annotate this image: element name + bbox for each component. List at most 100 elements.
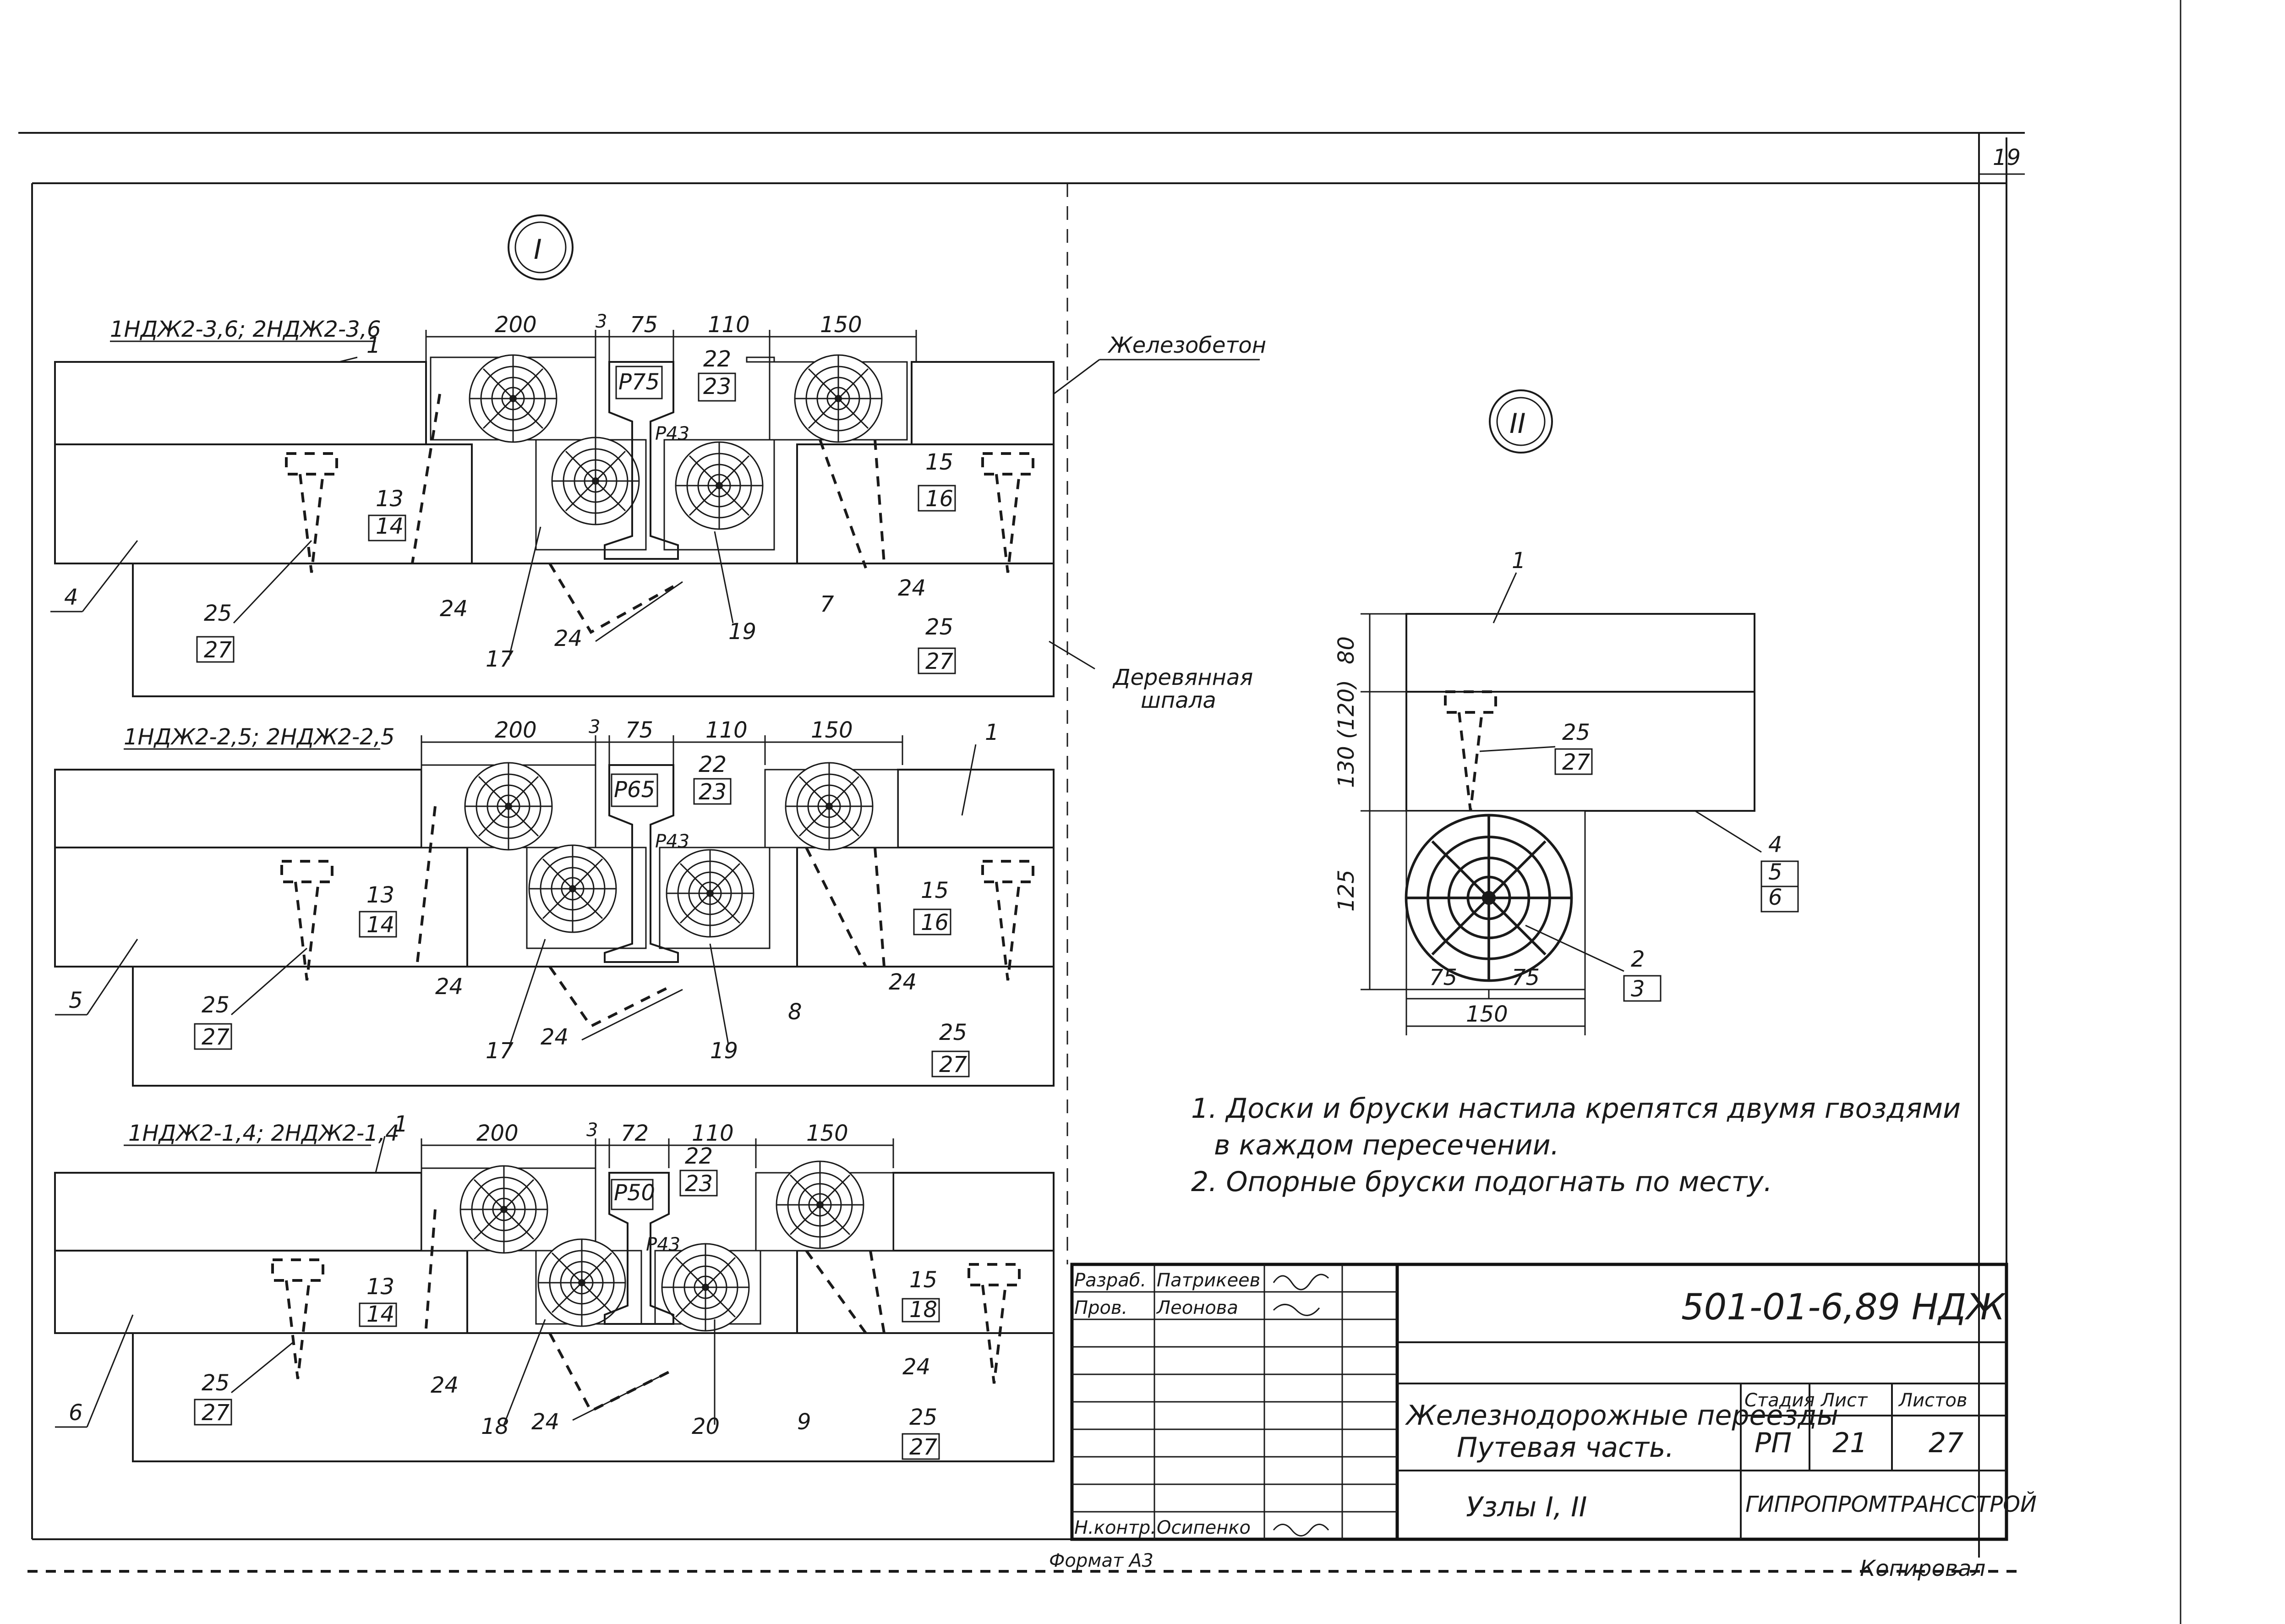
- svg-text:25: 25: [909, 1405, 937, 1430]
- subtitle: Узлы I, II: [1466, 1491, 1587, 1523]
- svg-text:25: 25: [202, 992, 230, 1018]
- sheet-frame: [18, 0, 2181, 1624]
- svg-text:24: 24: [554, 626, 582, 651]
- svg-text:3: 3: [586, 1120, 598, 1141]
- svg-text:II: II: [1509, 408, 1525, 440]
- role-normcontrol: Н.контр.: [1074, 1517, 1156, 1538]
- svg-text:Р43: Р43: [646, 1234, 680, 1255]
- designation: 501-01-6,89 НДЖ: [1681, 1287, 2006, 1328]
- rail-top: Р75: [618, 369, 660, 395]
- svg-text:75: 75: [1512, 965, 1540, 990]
- svg-text:27: 27: [202, 1024, 230, 1050]
- svg-text:27: 27: [925, 649, 954, 674]
- svg-text:I: I: [534, 234, 542, 266]
- svg-text:13: 13: [366, 1274, 394, 1300]
- name-developer: Патрикеев: [1157, 1270, 1260, 1291]
- svg-text:22: 22: [699, 752, 727, 777]
- node-2: II 80 130 (120) 125 75 75 150 1 25 27: [1334, 389, 1799, 1035]
- svg-text:2: 2: [1631, 946, 1645, 972]
- svg-text:19: 19: [728, 619, 756, 645]
- role-checker: Пров.: [1074, 1297, 1127, 1318]
- svg-text:18: 18: [481, 1414, 509, 1439]
- svg-text:125: 125: [1334, 869, 1359, 912]
- svg-text:9: 9: [797, 1409, 811, 1435]
- title-line-1: Железнодорожные переезды: [1405, 1400, 1838, 1432]
- svg-text:24: 24: [431, 1372, 459, 1398]
- notes: 1. Доски и бруски настила крепятся двумя…: [1191, 1093, 1961, 1198]
- svg-text:19: 19: [710, 1038, 738, 1064]
- svg-text:23: 23: [685, 1171, 713, 1197]
- svg-text:25: 25: [204, 601, 232, 626]
- svg-text:1: 1: [394, 1111, 408, 1137]
- note-1-cont: в каждом пересечении.: [1214, 1129, 1559, 1161]
- svg-text:27: 27: [204, 637, 232, 663]
- section-bottom-label: 1НДЖ2-1,4; 2НДЖ2-1,4: [128, 1121, 399, 1146]
- svg-text:27: 27: [939, 1052, 968, 1077]
- svg-text:15: 15: [925, 449, 953, 475]
- svg-text:75: 75: [1429, 965, 1457, 990]
- svg-text:200: 200: [495, 312, 537, 338]
- svg-text:130 (120): 130 (120): [1334, 680, 1359, 788]
- name-checker: Леонова: [1156, 1297, 1238, 1318]
- page-number: 19: [1993, 145, 2021, 170]
- copied-label: Копировал: [1860, 1556, 1985, 1581]
- svg-text:110: 110: [705, 717, 748, 743]
- svg-text:150: 150: [806, 1121, 848, 1146]
- svg-text:15: 15: [921, 878, 949, 903]
- section-top-label: 1НДЖ2-3,6; 2НДЖ2-3,6: [110, 317, 381, 342]
- svg-text:22: 22: [703, 346, 731, 372]
- name-normcontrol: Осипенко: [1157, 1517, 1251, 1538]
- svg-text:23: 23: [703, 374, 731, 399]
- svg-text:14: 14: [376, 514, 404, 539]
- svg-text:24: 24: [435, 974, 463, 1000]
- svg-text:150: 150: [811, 717, 853, 743]
- sheets-value: 27: [1929, 1427, 1963, 1459]
- svg-text:25: 25: [939, 1020, 967, 1045]
- svg-text:Р43: Р43: [655, 423, 689, 444]
- svg-text:23: 23: [699, 779, 727, 805]
- note-1: 1. Доски и бруски настила крепятся двумя…: [1191, 1093, 1961, 1125]
- rail-middle: Р65: [614, 777, 655, 803]
- svg-text:3: 3: [589, 716, 600, 738]
- svg-text:24: 24: [440, 596, 468, 622]
- svg-text:5: 5: [69, 988, 83, 1013]
- section-middle: 1НДЖ2-2,5; 2НДЖ2-2,5 200 3 75 110 150 Р6…: [54, 716, 1055, 1087]
- svg-text:24: 24: [898, 575, 926, 601]
- note-2: 2. Опорные бруски подогнать по месту.: [1191, 1166, 1772, 1198]
- svg-text:200: 200: [495, 717, 537, 743]
- svg-text:24: 24: [531, 1409, 559, 1435]
- stage-value: РП: [1755, 1427, 1792, 1459]
- format-label: Формат A3: [1049, 1550, 1153, 1571]
- svg-text:110: 110: [692, 1121, 734, 1146]
- svg-text:4: 4: [64, 585, 78, 610]
- sheet-header: Лист: [1820, 1390, 1868, 1411]
- svg-text:18: 18: [909, 1297, 937, 1323]
- svg-text:80: 80: [1334, 636, 1359, 664]
- section-bottom: 1НДЖ2-1,4; 2НДЖ2-1,4 200 3 72 110 150 Р5…: [54, 1111, 1055, 1462]
- svg-text:110: 110: [708, 312, 750, 338]
- svg-text:14: 14: [366, 1301, 394, 1327]
- svg-text:24: 24: [889, 969, 917, 995]
- svg-text:150: 150: [1466, 1001, 1508, 1027]
- svg-text:15: 15: [909, 1267, 937, 1293]
- svg-text:75: 75: [630, 312, 658, 338]
- svg-text:13: 13: [366, 882, 394, 908]
- section-top: 1НДЖ2-3,6; 2НДЖ2-3,6 200 3 75: [50, 311, 1266, 713]
- svg-text:25: 25: [202, 1370, 230, 1396]
- svg-text:22: 22: [685, 1143, 713, 1169]
- svg-text:27: 27: [202, 1400, 230, 1426]
- svg-text:25: 25: [1562, 720, 1590, 745]
- svg-text:17: 17: [486, 1038, 514, 1064]
- svg-text:1: 1: [1512, 548, 1526, 574]
- svg-text:8: 8: [788, 999, 802, 1025]
- svg-text:5: 5: [1768, 859, 1782, 885]
- material-sleeper-2: шпала: [1141, 688, 1216, 713]
- stage-header: Стадия: [1744, 1390, 1815, 1411]
- svg-text:6: 6: [69, 1400, 83, 1426]
- title-line-2: Путевая часть.: [1457, 1432, 1674, 1464]
- svg-text:72: 72: [621, 1121, 649, 1146]
- svg-text:24: 24: [902, 1354, 930, 1380]
- node-1-marker: I: [508, 214, 574, 280]
- material-sleeper-1: Деревянная: [1112, 665, 1253, 690]
